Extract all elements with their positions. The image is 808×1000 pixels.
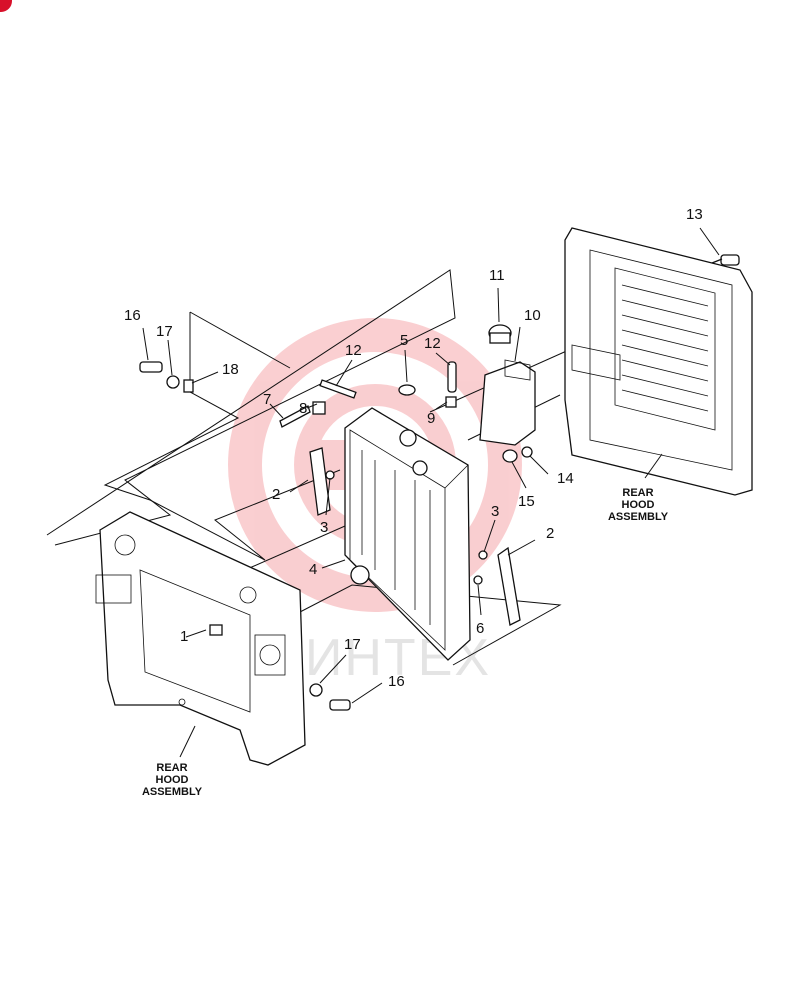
callout-12-left: 12 [345,342,362,359]
svg-text:REAR: REAR [156,762,187,774]
callout-2-right: 2 [546,525,554,542]
caption-rear-hood-left: REAR HOOD ASSEMBLY [142,762,203,798]
callout-9: 9 [427,410,435,427]
callout-17-bottom: 17 [344,636,361,653]
callout-12-right: 12 [424,335,441,352]
reference-line-a [189,311,291,369]
callout-16-bottom: 16 [388,673,405,690]
caption-rear-hood-right: REAR HOOD ASSEMBLY [608,487,669,523]
callout-14: 14 [557,470,574,487]
svg-text:REAR: REAR [622,487,653,499]
callout-8: 8 [299,400,307,417]
callout-4: 4 [309,561,317,578]
callout-5: 5 [400,332,408,349]
leader-lines [142,227,720,758]
callout-17-top: 17 [156,323,173,340]
svg-text:HOOD: HOOD [156,774,189,786]
coolant-reservoir [479,324,536,446]
callout-6: 6 [476,620,484,637]
callout-15: 15 [518,493,535,510]
callout-7: 7 [263,391,271,408]
hardware-parts [139,254,740,711]
svg-text:HOOD: HOOD [622,499,655,511]
callout-16-top: 16 [124,307,141,324]
callout-numbers: 1 2 2 3 3 4 5 6 7 8 9 10 11 12 12 13 14 … [124,206,703,690]
radiator-core [344,407,471,661]
callout-18: 18 [222,361,239,378]
callout-10: 10 [524,307,541,324]
callout-3-right: 3 [491,503,499,520]
upper-reference-outline [103,312,341,561]
left-reference-outline [46,269,456,546]
rear-hood-frame-left [95,511,306,766]
callout-2-left: 2 [272,486,280,503]
callout-3-left: 3 [320,519,328,536]
callout-13: 13 [686,206,703,223]
svg-text:ASSEMBLY: ASSEMBLY [608,511,669,523]
rear-hood-grille-right [564,227,753,496]
callout-1: 1 [180,628,188,645]
svg-text:ASSEMBLY: ASSEMBLY [142,786,203,798]
callout-11: 11 [489,267,505,284]
